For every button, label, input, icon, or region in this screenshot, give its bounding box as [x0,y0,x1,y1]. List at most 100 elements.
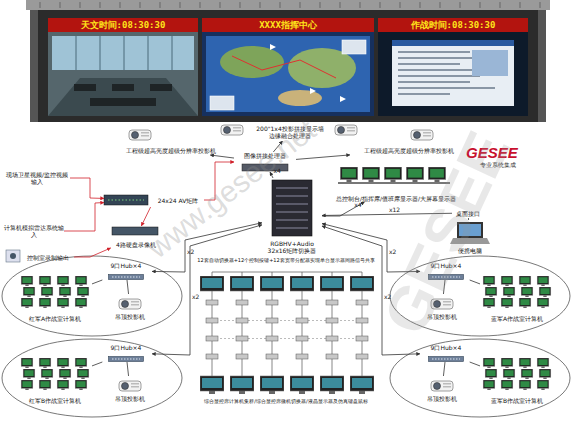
computer-cluster [21,358,89,390]
aircraft-symbols [270,44,346,102]
video-wall-frame [30,0,546,122]
display-column [350,276,374,394]
wall-pillar [30,10,38,122]
av-matrix-device [104,195,148,205]
signal-connector [127,280,129,294]
edge-label: x4 [354,201,361,208]
node-text: 吊顶投影机 [115,395,145,402]
edge-label: x2 [187,248,194,255]
signal-connector [470,280,480,284]
window-titlebar [392,40,514,46]
map-inset [210,96,234,110]
screen-panel [202,18,374,116]
screen-panel: 作战时间:08:30:30 [378,18,528,116]
watermark: www.gesee.net [141,113,322,265]
display-column [290,276,314,394]
console-desk [112,84,134,91]
hub-device [429,357,464,362]
signal-connector [74,248,111,257]
hub-device [109,275,144,280]
data-window [392,40,514,106]
computer-cluster [21,276,89,308]
signal-connector [443,362,445,376]
node-text: 9口Hub×4 [111,344,142,351]
signal-connector [64,203,104,231]
rail-ticks [40,2,540,8]
node-text: 9口Hub×4 [111,262,142,269]
room-ellipse [2,256,182,336]
node-text: 现场卫星视频/监控视频输入 [4,171,70,185]
display-column [260,276,284,394]
map-land [278,90,322,106]
screen-panel: 天文时间:08:30:30 [48,18,198,116]
node-text: 天文时间:08:30:30 [48,18,198,32]
console-desk [90,98,156,106]
node-text: 蓝军B作战室计算机 [491,397,543,404]
control-bus [212,321,362,339]
screen-panel [48,18,198,116]
computer-cluster [483,276,551,308]
recorder-output: 控制室录制输出 [4,248,74,266]
display-column [230,276,254,394]
display-column [200,276,224,394]
screen-panel: XXXX指挥中心 [202,18,374,116]
projector [335,125,357,135]
signal-connector [141,207,150,226]
computer-cluster: 红军B作战室计算机 [18,356,92,404]
room-projector: 吊顶投影机 [106,376,154,402]
rack-units [276,188,308,228]
signal-connector [92,280,102,284]
edge-label: x2 [389,248,396,255]
projector [129,130,151,140]
computer-cluster: 蓝军B作战室计算机 [480,356,554,404]
recorder-reel [10,253,16,259]
map-route [232,56,336,78]
console-monitor [384,167,402,182]
screen-dividers [76,36,172,70]
node-text: 9口Hub×4 [431,344,462,351]
node-text: 工程级超高亮度超级分辨率投影机 [364,147,454,154]
signal-connector [470,362,480,366]
console-desk [150,84,172,91]
projector [119,381,141,391]
node-text: 蓝军A作战室计算机 [491,315,543,322]
node-text: RGBHV+Audio 32x16矩阵切换器 [262,240,322,254]
node-text: 控制室录制输出 [27,254,69,261]
signal-connector [92,362,102,366]
hub-device: 9口Hub×4 [100,344,152,362]
computer-cluster [483,358,551,390]
grid-caption: 综合显控席计算机集群/综合显控席微机切换器/液晶显示器及仿真键盘鼠标 [186,398,386,405]
video-input: 现场卫星视频/监控视频输入 [4,168,70,188]
node-text: 计算机模拟雷达系统输入 [4,224,64,238]
node-text: 作战时间:08:30:30 [378,18,528,32]
signal-bus [212,272,362,276]
node-text: 工程级超高亮度超级分辨率投影机 [126,147,216,154]
edge-label: x2 [384,293,391,300]
computer-cluster: 蓝军A作战室计算机 [480,274,554,322]
signal-connector [322,202,365,216]
recorder-icon [6,250,20,262]
signal-connector [70,178,104,198]
watermark: GESEE [372,122,522,344]
room-ellipse [390,339,570,417]
room-projector: 吊顶投影机 [418,376,466,402]
hub-device: 9口Hub×4 [420,344,472,362]
data-chart [472,50,508,76]
console-monitor [362,167,380,182]
radar-input: 计算机模拟雷达系统输入 [4,222,64,240]
node-text: 吊顶投影机 [427,395,457,402]
node-text: 红军A作战室计算机 [29,315,81,322]
edge-label: x12 [389,206,400,213]
console-desk [74,84,96,91]
wall-pillar [538,10,546,122]
edge-label: x4 [274,167,281,174]
computer-cluster: 红军A作战室计算机 [18,274,92,322]
projector [431,381,453,391]
ceiling-rail [26,0,550,10]
projector [411,130,433,140]
matrix-lights [108,199,144,200]
map-land [220,46,284,78]
display-column [320,276,344,394]
projector-label: 工程级超高亮度超级分辨率投影机 [112,145,230,155]
